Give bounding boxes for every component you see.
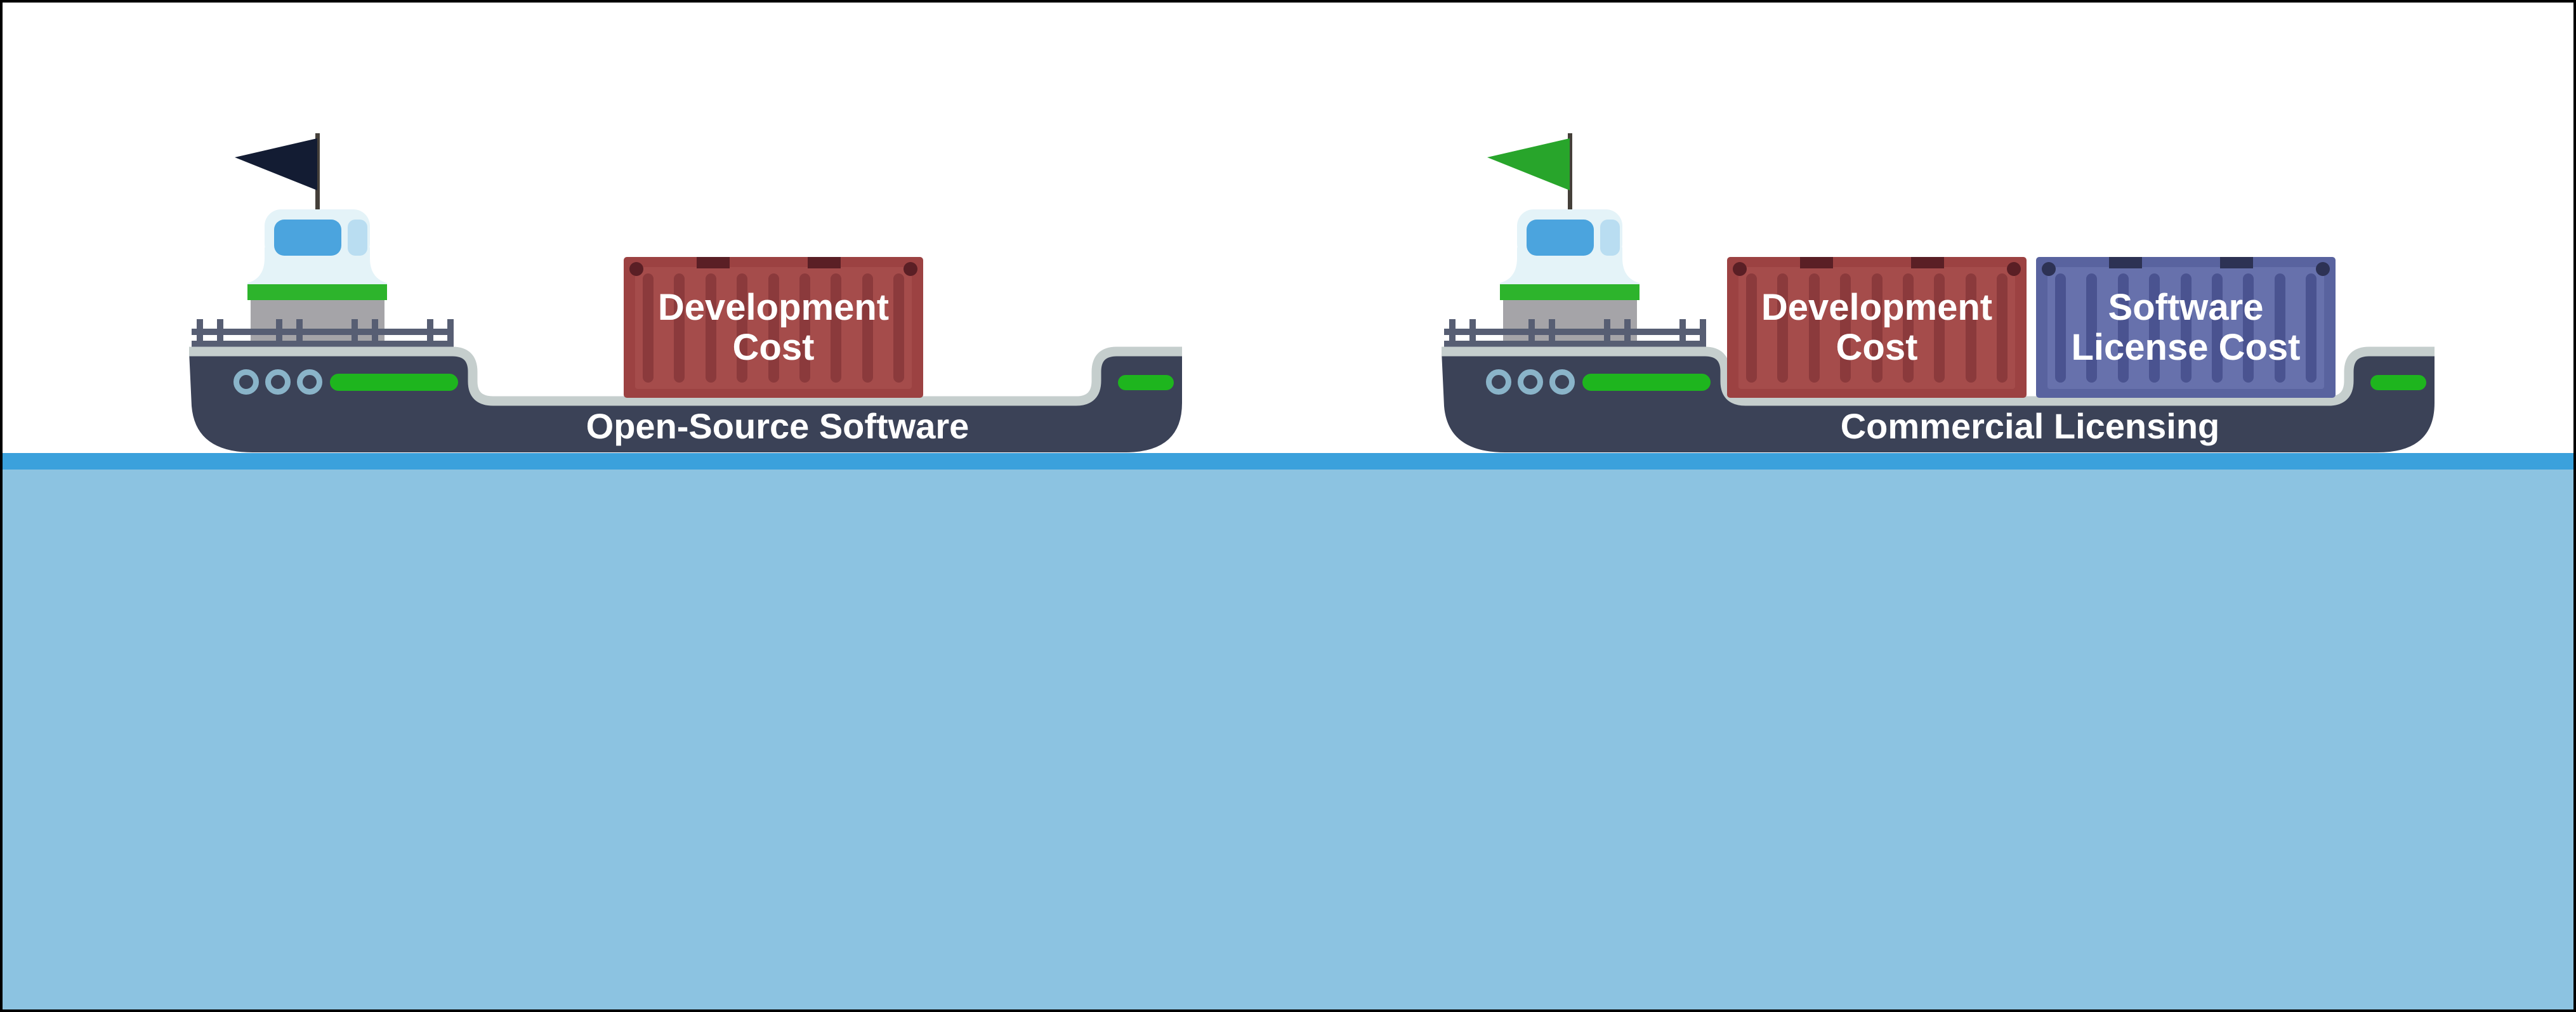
ship-commercial: Development Cost Software License Cost C… (1442, 111, 2435, 454)
flag-pole (1568, 133, 1572, 209)
cabin-window-side (1600, 220, 1620, 256)
hull-green-marking (330, 374, 458, 391)
deck-line (189, 346, 1182, 406)
container-corner-hole (2316, 262, 2330, 276)
cabin-window-main (274, 220, 341, 256)
container-ribs (1738, 267, 2015, 389)
container-label-line: Cost (1836, 327, 1918, 368)
container-corner-hole (1733, 262, 1747, 276)
cabin-window-side (348, 220, 367, 256)
cargo-container-development-cost: Development Cost (1727, 257, 2027, 398)
cabin-window-main (1527, 220, 1594, 256)
container-top-latch (1911, 257, 1944, 268)
container-ribs (2047, 267, 2324, 389)
cabin-green-stripe (1500, 284, 1640, 300)
container-top-latch (2220, 257, 2253, 268)
portholes (233, 369, 322, 395)
deck-railing (192, 319, 454, 348)
container-label-line: Development (1761, 287, 1993, 328)
container-ribs (635, 267, 912, 389)
waterline-band (3, 453, 2573, 470)
container-top-latch (697, 257, 730, 268)
cargo-container-development-cost: Development Cost (624, 257, 923, 398)
stern-green-marking (2370, 375, 2426, 390)
stern-green-marking (1118, 375, 1174, 390)
hull-green-marking (1582, 374, 1711, 391)
portholes (1486, 369, 1575, 395)
container-top-latch (1800, 257, 1833, 268)
water (3, 470, 2573, 1009)
ship-illustration (189, 133, 1182, 452)
container-label-line: License Cost (2071, 327, 2301, 368)
container-corner-hole (2042, 262, 2056, 276)
container-corner-hole (2007, 262, 2021, 276)
container-label: Development Cost (1727, 257, 2027, 398)
container-label-line: Development (657, 287, 890, 328)
ship-name-label: Open-Source Software (586, 406, 969, 446)
container-label-line: Cost (732, 327, 815, 368)
container-corner-hole (629, 262, 643, 276)
flag-pennant (235, 138, 317, 190)
deck-line (1442, 346, 2435, 406)
ship-illustration (1442, 133, 2435, 452)
container-label: Software License Cost (2036, 257, 2336, 398)
container-top-latch (808, 257, 841, 268)
container-label-line: Software (2108, 287, 2264, 328)
flag-pennant (1487, 138, 1570, 190)
container-corner-hole (904, 262, 917, 276)
container-top-latch (2109, 257, 2142, 268)
cargo-container-software-license-cost: Software License Cost (2036, 257, 2336, 398)
cabin-green-stripe (247, 284, 387, 300)
ship-open-source: Development Cost Open-Source Software (189, 111, 1182, 454)
ship-name-label: Commercial Licensing (1840, 406, 2220, 446)
container-label: Development Cost (624, 257, 923, 398)
deck-railing (1444, 319, 1706, 348)
flag-pole (315, 133, 320, 209)
